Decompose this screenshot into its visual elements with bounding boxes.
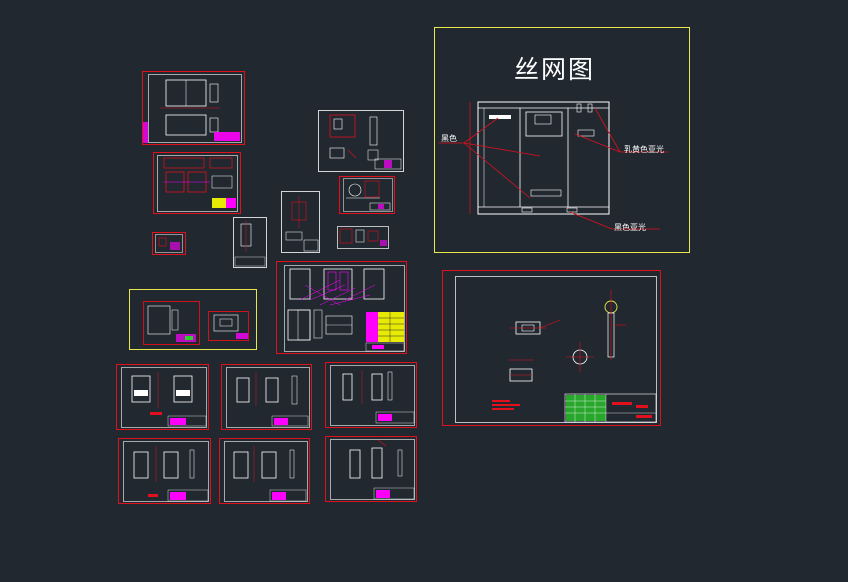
sheet-p[interactable]: [325, 436, 417, 502]
silkscreen-drawing[interactable]: [434, 27, 690, 253]
sheet-e[interactable]: [339, 176, 395, 214]
sheet-f[interactable]: [337, 226, 389, 249]
sheet-j[interactable]: [129, 289, 257, 350]
sheet-g[interactable]: [281, 191, 320, 253]
silkscreen-title: 丝网图: [514, 55, 596, 84]
sheet-n[interactable]: [118, 438, 211, 504]
sheet-k[interactable]: [116, 364, 209, 430]
sheet-o[interactable]: [219, 438, 310, 504]
sheet-b[interactable]: [153, 152, 241, 214]
sheet-m[interactable]: [325, 362, 417, 428]
sheet-h[interactable]: [233, 217, 267, 268]
label-black-matte: 黑色亚光: [614, 223, 646, 232]
sheet-i[interactable]: [276, 261, 407, 354]
sheet-a[interactable]: [142, 71, 245, 145]
sheet-c[interactable]: [152, 232, 186, 255]
detail-sheet-right[interactable]: [442, 270, 661, 426]
sheet-l[interactable]: [221, 364, 312, 430]
label-black: 黑色: [441, 134, 457, 143]
sheet-d[interactable]: [318, 110, 404, 172]
label-cream-yellow-matte: 乳黄色亚光: [624, 145, 664, 154]
